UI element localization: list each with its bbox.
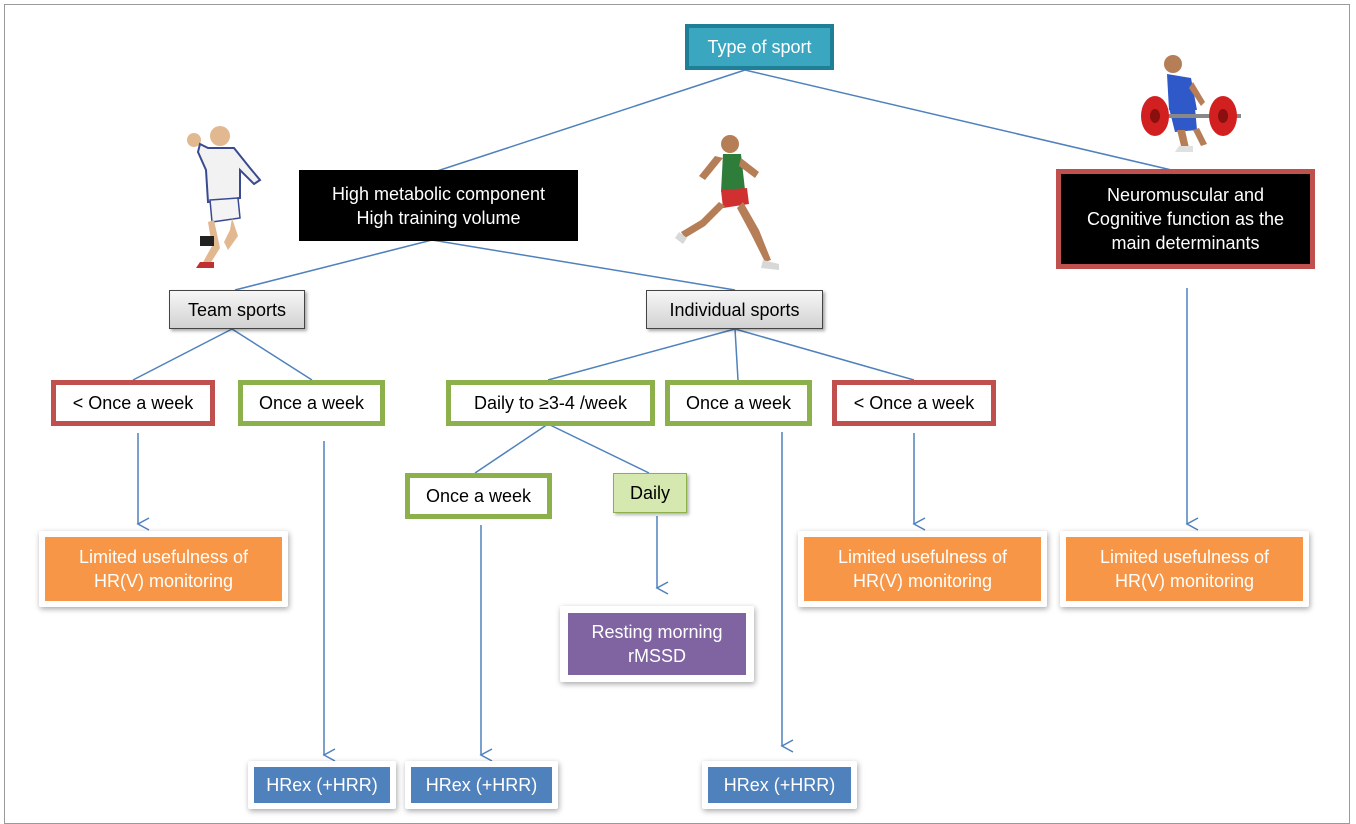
limited-1-line-2: HR(V) monitoring xyxy=(93,571,234,591)
limited-3-line-2: HR(V) monitoring xyxy=(1114,571,1255,591)
ind-daily-label: Daily to ≥3-4 /week xyxy=(474,393,627,413)
limited-2-line-1: Limited usefulness of xyxy=(837,547,1008,567)
team-once-label: Once a week xyxy=(258,393,365,413)
team-sports-node: Team sports xyxy=(169,290,305,329)
resting-line-1: Resting morning xyxy=(591,622,723,642)
line-ind-daily xyxy=(547,328,736,381)
team-once-node: Once a week xyxy=(238,380,385,426)
limited-2-line-2: HR(V) monitoring xyxy=(852,571,993,591)
team-less-once-label: < Once a week xyxy=(72,393,194,413)
neuro-line-2: Cognitive function as the xyxy=(1086,209,1285,229)
resting-line-2: rMSSD xyxy=(628,646,686,666)
hrex-card-2: HRex (+HRR) xyxy=(405,761,558,809)
neuro-line-1: Neuromuscular and xyxy=(1106,185,1265,205)
sub-daily-label: Daily xyxy=(629,483,670,503)
metabolic-line-1: High metabolic component xyxy=(331,183,546,204)
handball-player-icon xyxy=(187,126,262,268)
limited-usefulness-card-3: Limited usefulness of HR(V) monitoring xyxy=(1060,531,1309,607)
line-ind-once xyxy=(734,328,739,381)
runner-icon xyxy=(675,135,779,270)
weightlifter-icon xyxy=(1141,55,1241,152)
hrex-3-label: HRex (+HRR) xyxy=(723,775,836,795)
sub-once-label: Once a week xyxy=(425,486,532,506)
neuro-node: Neuromuscular and Cognitive function as … xyxy=(1056,169,1315,269)
limited-3-line-1: Limited usefulness of xyxy=(1099,547,1270,567)
line-root-metabolic xyxy=(427,69,746,175)
limited-usefulness-card-2: Limited usefulness of HR(V) monitoring xyxy=(798,531,1047,607)
line-root-neuro xyxy=(744,69,1181,173)
ind-daily-node: Daily to ≥3-4 /week xyxy=(446,380,655,426)
line-ind-less xyxy=(734,328,915,381)
ind-less-once-label: < Once a week xyxy=(853,393,975,413)
ind-less-once-node: < Once a week xyxy=(832,380,996,426)
root-node: Type of sport xyxy=(685,24,834,70)
individual-sports-node: Individual sports xyxy=(646,290,823,329)
line-team-less xyxy=(132,328,233,381)
limited-usefulness-card-1: Limited usefulness of HR(V) monitoring xyxy=(39,531,288,607)
line-team-once xyxy=(231,328,313,381)
line-daily-once xyxy=(474,423,549,474)
sub-daily-node: Daily xyxy=(613,473,687,513)
ind-once-node: Once a week xyxy=(665,380,812,426)
limited-1-line-1: Limited usefulness of xyxy=(78,547,249,567)
line-daily-daily xyxy=(547,423,650,474)
root-label: Type of sport xyxy=(707,37,812,57)
team-sports-label: Team sports xyxy=(187,299,287,320)
hrex-card-1: HRex (+HRR) xyxy=(248,761,396,809)
resting-rmssd-card: Resting morning rMSSD xyxy=(560,606,754,682)
individual-sports-label: Individual sports xyxy=(669,299,800,320)
hrex-2-label: HRex (+HRR) xyxy=(425,775,538,795)
team-less-once-node: < Once a week xyxy=(51,380,215,426)
neuro-line-3: main determinants xyxy=(1111,233,1260,253)
metabolic-line-2: High training volume xyxy=(356,207,521,228)
line-metabolic-team xyxy=(234,239,433,291)
ind-once-label: Once a week xyxy=(685,393,792,413)
line-metabolic-individual xyxy=(431,239,736,291)
metabolic-node: High metabolic component High training v… xyxy=(299,170,578,241)
hrex-card-3: HRex (+HRR) xyxy=(702,761,857,809)
sub-once-node: Once a week xyxy=(405,473,552,519)
hrex-1-label: HRex (+HRR) xyxy=(266,775,378,795)
